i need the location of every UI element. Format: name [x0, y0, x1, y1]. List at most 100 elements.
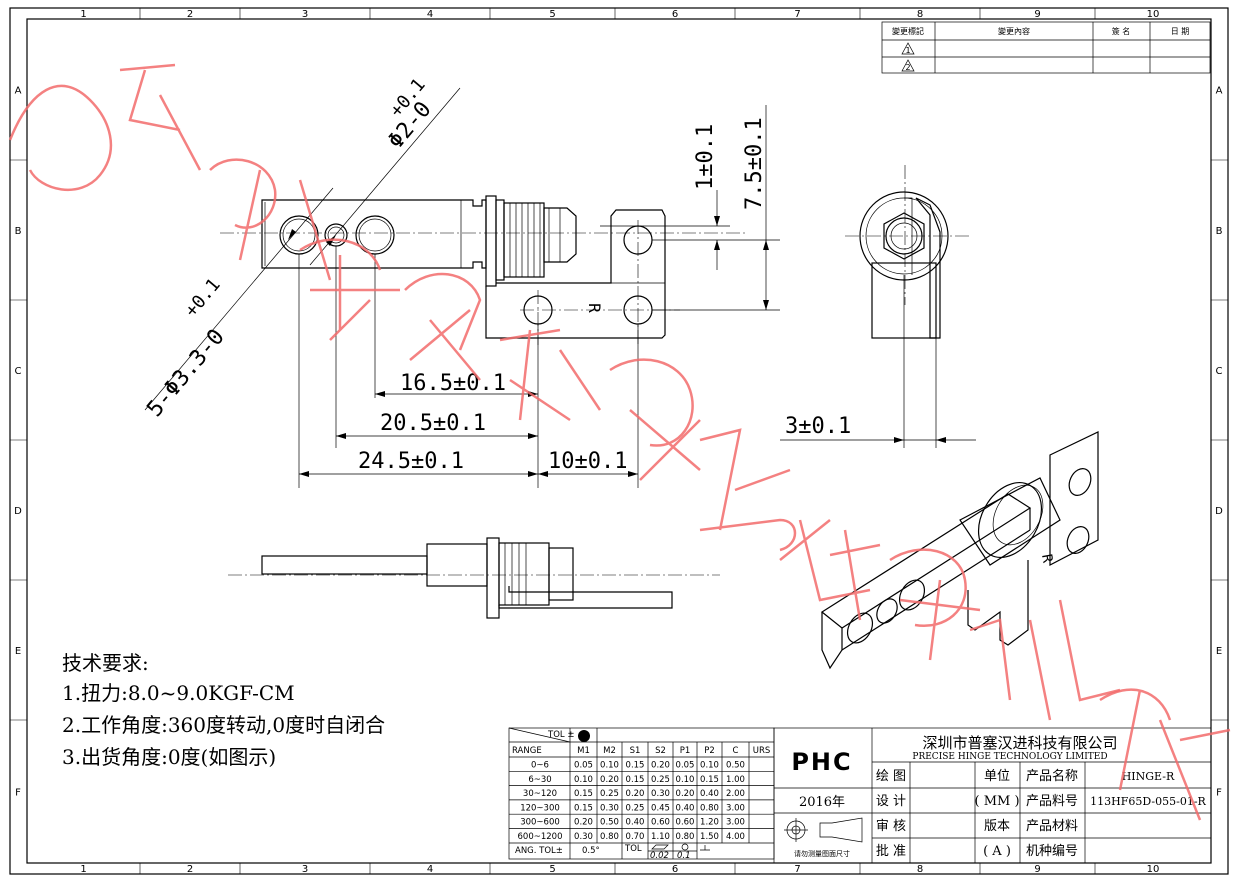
tol-cell: 1.10 [651, 832, 670, 842]
tol-col-header: C [733, 746, 739, 756]
tol-cell: 0.20 [574, 818, 593, 828]
tol-range: 600~1200 [518, 832, 563, 842]
tol-cell: 0.25 [651, 775, 670, 785]
tol-cell: 0.15 [574, 803, 593, 813]
title-block: PHC 深圳市普塞汉进科技有限公司 PRECISE HINGE TECHNOLO… [773, 727, 1212, 864]
tol-cell: 0.80 [600, 832, 619, 842]
rev-header-date: 日 期 [1171, 27, 1190, 36]
zone-row-right: A [1216, 86, 1223, 97]
zone-col-bottom: 2 [187, 864, 193, 875]
outer-border [9, 7, 1229, 875]
zone-col-bottom: 7 [794, 864, 800, 875]
part-mark-r: R [585, 303, 604, 313]
tol-cell: 1.50 [700, 832, 719, 842]
rev-mark-1: 1 [905, 46, 910, 55]
tol-cell: 1.20 [700, 818, 719, 828]
flat-value: 0.02 [650, 851, 669, 861]
isometric-view: R [820, 431, 1099, 670]
zone-col-bottom: 9 [1034, 864, 1040, 875]
tol-col-header: URS [753, 746, 771, 756]
top-view [228, 537, 720, 619]
note-item-3: 3.出货角度:0度(如图示) [62, 745, 276, 769]
tol-range: 6~30 [528, 775, 551, 785]
tol-cell: 0.15 [626, 775, 645, 785]
zone-row-right: D [1215, 506, 1223, 517]
zone-row-right: E [1216, 646, 1222, 657]
front-dimensions: 16.5±0.1 20.5±0.1 24.5±0.1 10±0.1 1±0.1 … [142, 75, 780, 488]
ang-tol-value: 0.5° [582, 846, 600, 856]
tol-sym-label: TOL [624, 844, 642, 854]
tol-cell: 0.30 [651, 789, 670, 799]
dim-24-5: 24.5±0.1 [358, 449, 464, 474]
tol-cell: 0.40 [676, 803, 695, 813]
zone-row-right: C [1216, 366, 1223, 377]
tol-range: 30~120 [523, 789, 557, 799]
tol-cell: 0.15 [626, 761, 645, 771]
zone-col-top: 2 [187, 9, 193, 20]
tol-cell: 0.10 [574, 775, 593, 785]
zone-row-left: C [15, 366, 22, 377]
tb-unit-label: 单位 [984, 769, 1010, 784]
zone-row-left: A [15, 86, 22, 97]
tol-cell: 0.70 [626, 832, 645, 842]
tol-cell: 1.00 [726, 775, 745, 785]
tol-col-header: M1 [577, 746, 590, 756]
flatness-icon [651, 844, 669, 850]
tol-cell: 0.60 [676, 818, 695, 828]
tol-cell: 0.20 [626, 789, 645, 799]
zone-col-top: 6 [672, 9, 678, 20]
tb-field-label: 机种编号 [1026, 844, 1078, 859]
tol-range: 0~6 [531, 761, 549, 771]
tol-cell: 0.20 [676, 789, 695, 799]
zone-col-bottom: 4 [427, 864, 433, 875]
dim-16-5: 16.5±0.1 [400, 371, 506, 396]
revision-table: 變更標記 變更內容 簽 名 日 期 1 2 [881, 21, 1211, 74]
zone-col-bottom: 5 [549, 864, 555, 875]
circ-value: 0.1 [677, 851, 691, 861]
zone-col-bottom: 3 [302, 864, 308, 875]
circularity-icon [681, 843, 689, 851]
tol-cell: 0.20 [651, 761, 670, 771]
tol-cell: 0.40 [700, 789, 719, 799]
zone-col-bottom: 8 [917, 864, 923, 875]
tol-col-header: M2 [603, 746, 616, 756]
zone-col-bottom: 1 [80, 864, 86, 875]
company-name-en: PRECISE HINGE TECHNOLOGY LIMITED [912, 752, 1107, 762]
zone-col-bottom: 6 [672, 864, 678, 875]
zone-col-top: 1 [80, 9, 86, 20]
zone-row-left: B [15, 226, 22, 237]
zone-row-right: B [1216, 226, 1223, 237]
tb-role-label: 绘 图 [876, 769, 906, 784]
drawing-year: 2016年 [799, 795, 845, 810]
ang-tol-label: ANG. TOL± [515, 846, 563, 856]
dim-10: 10±0.1 [548, 449, 627, 474]
dim-7-5: 7.5±0.1 [742, 117, 767, 210]
zone-col-bottom: 10 [1147, 864, 1160, 875]
dim-3: 3±0.1 [785, 414, 851, 439]
tol-range: 120~300 [520, 803, 560, 813]
tb-field-label: 产品料号 [1026, 794, 1078, 809]
zone-col-top: 9 [1034, 9, 1040, 20]
zone-col-top: 7 [794, 9, 800, 20]
tol-cell: 0.15 [574, 789, 593, 799]
tol-cell: 4.00 [726, 832, 745, 842]
tol-cell: 0.60 [651, 818, 670, 828]
tol-cell: 0.80 [700, 803, 719, 813]
note-item-1: 1.扭力:8.0~9.0KGF-CM [62, 681, 295, 705]
zone-col-top: 4 [427, 9, 433, 20]
dim-20-5: 20.5±0.1 [380, 411, 486, 436]
side-view: 3±0.1 [780, 165, 976, 448]
zone-row-right: F [1216, 788, 1222, 799]
tb-unit-label: ( A ) [983, 844, 1011, 859]
tol-col-header: P1 [680, 746, 691, 756]
perpendicular-icon [700, 845, 710, 851]
watermark [8, 63, 1231, 821]
zone-col-top: 5 [549, 9, 555, 20]
dim-hole-dia: 5-Φ3.3-0 [142, 325, 229, 422]
tol-cell: 3.00 [726, 818, 745, 828]
tol-cell: 0.05 [574, 761, 593, 771]
rev-mark-2: 2 [905, 63, 910, 72]
tol-col-header: S1 [630, 746, 641, 756]
